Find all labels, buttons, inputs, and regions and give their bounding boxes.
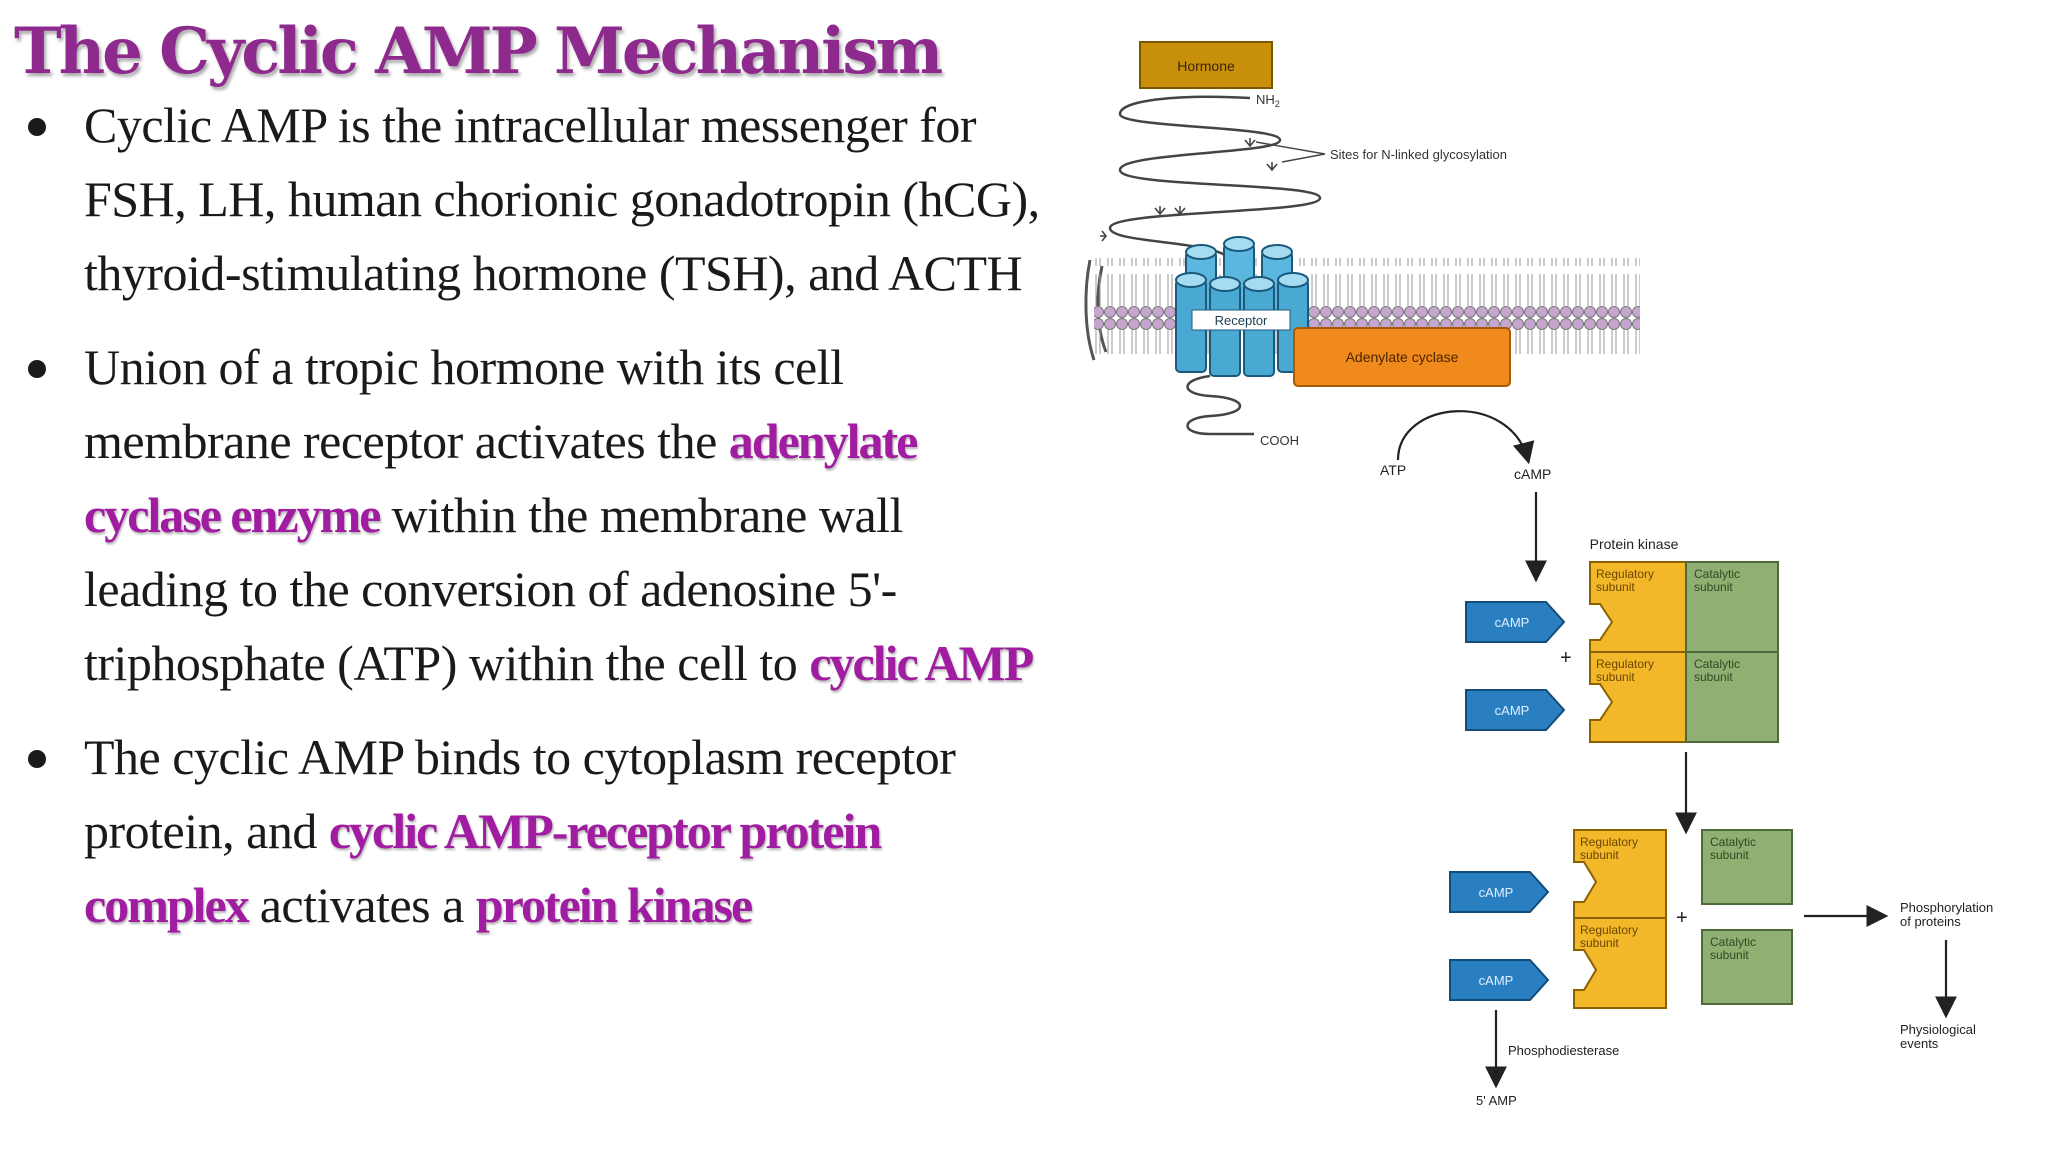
plus-sign: + xyxy=(1560,647,1572,669)
phosphodiesterase-label: Phosphodiesterase xyxy=(1508,1043,1619,1058)
bullet-item: Union of a tropic hormone with its cell … xyxy=(28,330,1048,700)
glycosylation-leader-lines xyxy=(1255,141,1326,163)
svg-text:cAMP: cAMP xyxy=(1479,885,1514,900)
bullet-item: Cyclic AMP is the intracellular messenge… xyxy=(28,88,1048,310)
highlight-protein-kinase: protein kinase xyxy=(475,877,753,933)
free-catalytic-subunit xyxy=(1701,829,1793,905)
glycosylation-sites xyxy=(1100,138,1278,242)
protein-kinase-label: Protein kinase xyxy=(1590,536,1679,552)
atp-label: ATP xyxy=(1380,462,1406,478)
glycosylation-label: Sites for N-linked glycosylation xyxy=(1330,147,1507,162)
protein-kinase-complex xyxy=(1589,561,1779,743)
free-catalytic-subunit xyxy=(1701,929,1793,1005)
bullet-list: Cyclic AMP is the intracellular messenge… xyxy=(28,88,1048,942)
receptor-helices xyxy=(1175,236,1309,377)
bullet-item: The cyclic AMP binds to cytoplasm recept… xyxy=(28,720,1048,942)
highlight-adenylate-cyclase: adenylate cyclase enzyme xyxy=(84,413,918,543)
camp-mechanism-diagram: Hormone NH2 Sites for N-linked glycosyla… xyxy=(1084,41,1993,1108)
regulatory-camp-complex xyxy=(1573,829,1667,1009)
receptor-label: Receptor xyxy=(1215,313,1268,328)
highlight-cyclic-amp: cyclic AMP xyxy=(809,635,1034,691)
bullet-text: activates a xyxy=(247,877,476,933)
adenylate-cyclase-box: Adenylate cyclase xyxy=(1293,327,1511,387)
bullet-dot-icon xyxy=(28,750,46,768)
bullet-text: Cyclic AMP is the intracellular messenge… xyxy=(84,97,1040,301)
camp-molecule: cAMP xyxy=(1465,601,1566,643)
plus-sign: + xyxy=(1676,907,1688,929)
highlight-receptor-complex: cyclic AMP-receptor protein complex xyxy=(84,803,882,933)
nh2-text: NH2 xyxy=(1256,92,1280,109)
camp-molecule: cAMP xyxy=(1465,689,1566,731)
bullet-text: The cyclic AMP binds to cytoplasm recept… xyxy=(84,729,956,859)
camp-molecule: cAMP xyxy=(1449,959,1550,1001)
slide-title: The Cyclic AMP Mechanism xyxy=(14,14,943,89)
hormone-box: Hormone xyxy=(1139,41,1273,89)
svg-text:cAMP: cAMP xyxy=(1495,703,1530,718)
bullet-text: Union of a tropic hormone with its cell … xyxy=(84,339,844,469)
receptor-intracellular-chain xyxy=(1186,374,1254,436)
bullet-text: within the membrane wall leading to the … xyxy=(84,487,903,691)
svg-text:cAMP: cAMP xyxy=(1495,615,1530,630)
receptor-extracellular-chain xyxy=(1108,95,1322,261)
bullet-dot-icon xyxy=(28,118,46,136)
svg-text:cAMP: cAMP xyxy=(1479,973,1514,988)
bullet-dot-icon xyxy=(28,360,46,378)
camp-label: cAMP xyxy=(1514,466,1551,482)
camp-molecule: cAMP xyxy=(1449,871,1550,913)
nh2-label: NH2 xyxy=(1256,92,1280,109)
receptor-label-bg xyxy=(1191,309,1291,331)
cooh-label: COOH xyxy=(1260,433,1299,448)
hormone-label: Hormone xyxy=(1177,58,1235,74)
five-amp-label: 5' AMP xyxy=(1476,1093,1517,1108)
atp-to-camp-arrow xyxy=(1396,410,1535,465)
adenylate-cyclase-label: Adenylate cyclase xyxy=(1346,349,1459,365)
